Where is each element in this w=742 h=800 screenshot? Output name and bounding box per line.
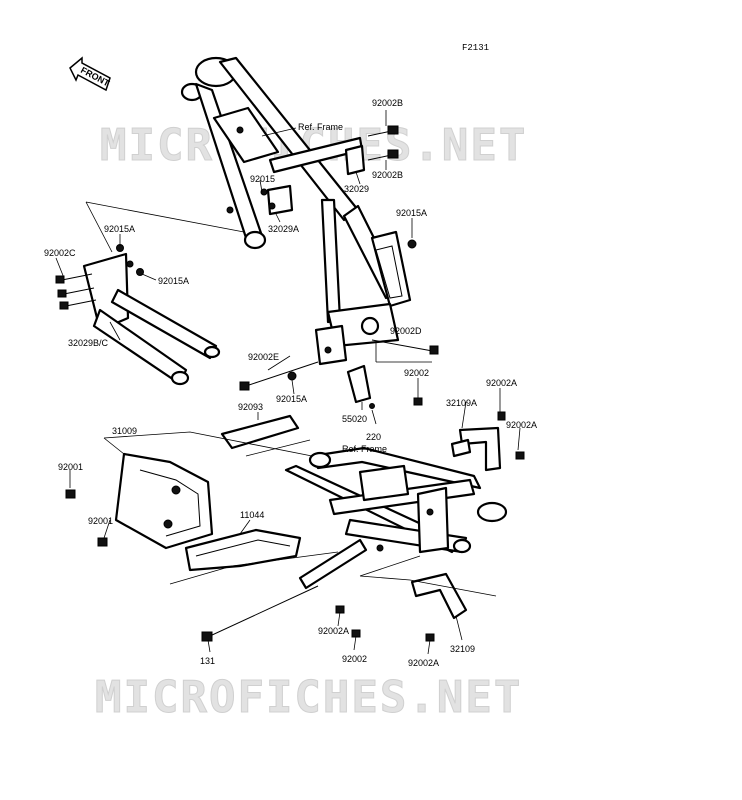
label-92002a-right2: 92002A bbox=[506, 420, 537, 430]
label-92015a-bottom: 92015A bbox=[276, 394, 307, 404]
label-32109a: 32109A bbox=[446, 398, 477, 408]
nut-92015a-right bbox=[407, 239, 417, 249]
label-220: 220 bbox=[366, 432, 381, 442]
label-31009: 31009 bbox=[112, 426, 137, 436]
label-92002b-bottom: 92002B bbox=[372, 170, 403, 180]
label-32029b-c: 32029B/C bbox=[68, 338, 109, 348]
figure-code: F2131 bbox=[462, 43, 489, 53]
label-92002a-right: 92002A bbox=[486, 378, 517, 388]
main-frame bbox=[180, 56, 412, 366]
label-131: 131 bbox=[200, 656, 215, 666]
label-55020: 55020 bbox=[342, 414, 367, 424]
label-92015: 92015 bbox=[250, 174, 275, 184]
label-92001-bottom: 92001 bbox=[88, 516, 113, 526]
cover-11044 bbox=[184, 528, 302, 572]
bolts-92002b bbox=[367, 125, 399, 161]
bolts-92002c bbox=[55, 273, 97, 310]
label-32109: 32109 bbox=[450, 644, 475, 654]
long-bolt-92002d bbox=[371, 339, 439, 355]
long-bolt-92002e bbox=[239, 361, 319, 391]
front-arrow-icon: FRONT bbox=[69, 56, 112, 92]
nut-92015a-bottom bbox=[287, 371, 297, 381]
label-ref-frame-top: Ref. Frame bbox=[298, 122, 343, 132]
lower-cradle-frame bbox=[284, 446, 508, 590]
leader-lines bbox=[55, 110, 521, 655]
subframe-32029b-c bbox=[82, 244, 221, 386]
label-11044: 11044 bbox=[240, 510, 264, 520]
label-92015a-mid: 92015A bbox=[158, 276, 189, 286]
bracket-32109a bbox=[413, 397, 525, 472]
label-92093: 92093 bbox=[238, 402, 263, 412]
label-92015a-left: 92015A bbox=[104, 224, 135, 234]
label-ref-frame-mid: Ref. Frame bbox=[342, 444, 387, 454]
label-92001-top: 92001 bbox=[58, 462, 83, 472]
label-92002-bottom: 92002 bbox=[342, 654, 367, 664]
label-32029a: 32029A bbox=[268, 224, 299, 234]
label-92002e: 92002E bbox=[248, 352, 279, 362]
label-92015a-right: 92015A bbox=[396, 208, 427, 218]
label-32029: 32029 bbox=[344, 184, 369, 194]
bracket-32029a bbox=[260, 184, 294, 216]
label-92002c: 92002C bbox=[44, 248, 76, 258]
label-92002d: 92002D bbox=[390, 326, 422, 336]
watermark-bottom: MICROFICHES.NET bbox=[95, 672, 522, 723]
bracket-32029 bbox=[344, 144, 366, 176]
label-92002-right: 92002 bbox=[404, 368, 429, 378]
long-bolt-131 bbox=[201, 585, 319, 642]
plate-92093 bbox=[220, 414, 300, 450]
label-92002a-bottom2: 92002A bbox=[408, 658, 439, 668]
watermark-top: MICROFICHES.NET bbox=[100, 120, 527, 171]
part-labels: Ref. Frame 92002B 92002B 32029 92015 320… bbox=[44, 98, 537, 668]
guard-55020 bbox=[346, 364, 375, 409]
bracket-32109 bbox=[335, 572, 468, 642]
guard-31009 bbox=[65, 452, 214, 550]
label-92002a-bottom: 92002A bbox=[318, 626, 349, 636]
label-92002b-top: 92002B bbox=[372, 98, 403, 108]
